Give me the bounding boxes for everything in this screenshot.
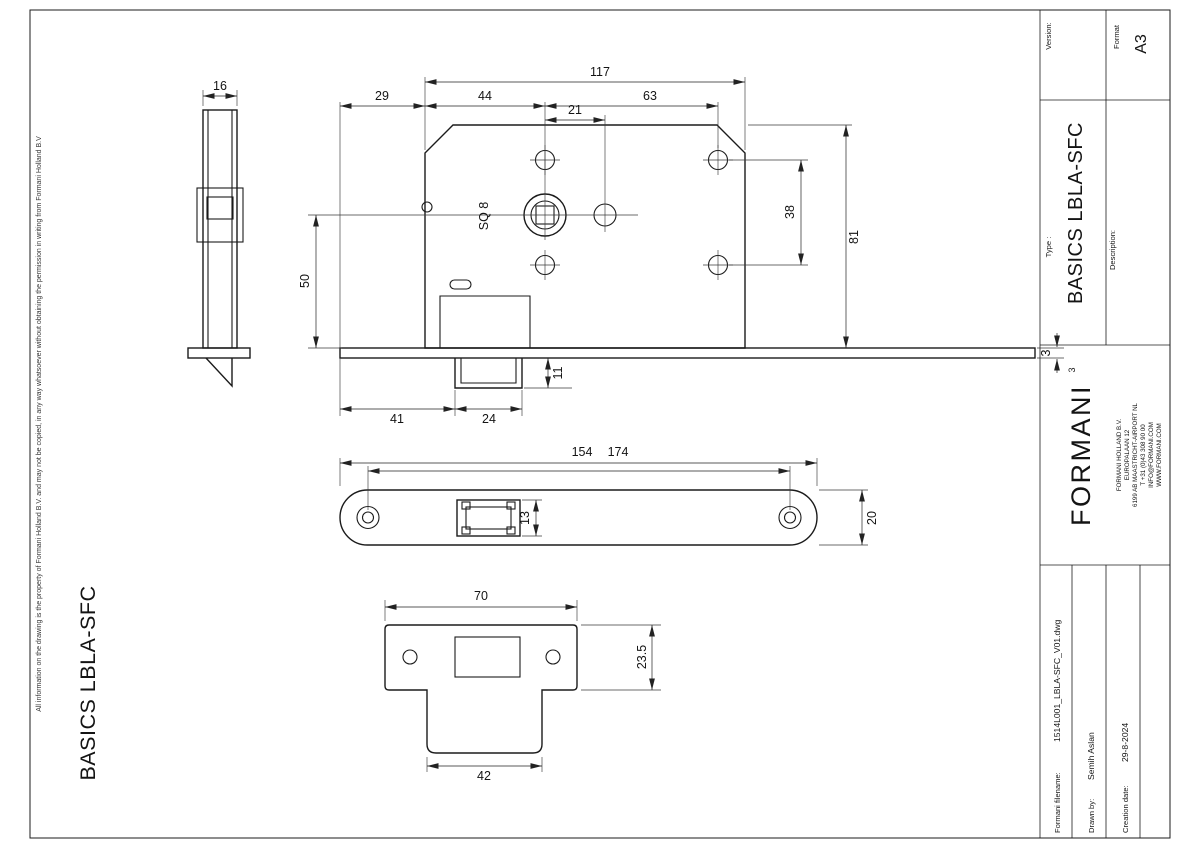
dim-29-label: 29 bbox=[375, 89, 389, 103]
strike-latch-hole bbox=[454, 636, 521, 678]
view-side: 16 bbox=[187, 79, 251, 388]
company-address: FORMANI HOLLAND B.V. EUROPALAAN 12 6199 … bbox=[1116, 402, 1163, 507]
strike-plate-outline bbox=[384, 624, 578, 754]
creation-date-value: 29-8-2024 bbox=[1120, 723, 1130, 762]
lock-case-outline bbox=[424, 124, 746, 349]
sheet-title-left: BASICS LBLA-SFC bbox=[76, 585, 100, 780]
creation-date-label: Creation date: bbox=[1121, 785, 1130, 833]
title-block: Version: Format A3 Type : BASICS LBLA-SF… bbox=[1039, 10, 1170, 838]
formani-logo: FORMANI bbox=[1066, 384, 1096, 526]
faceplate-latch-opening bbox=[456, 499, 521, 537]
dim-44-label: 44 bbox=[478, 89, 492, 103]
sheet-border bbox=[29, 9, 1171, 839]
dim-70-label: 70 bbox=[474, 589, 488, 603]
dim-154-label: 154 bbox=[572, 445, 593, 459]
latch-housing bbox=[439, 295, 531, 348]
strike-screw-hole bbox=[402, 649, 418, 665]
dim-117-label: 117 bbox=[590, 65, 610, 79]
description-label: Description: bbox=[1108, 230, 1117, 270]
dim-16-label: 16 bbox=[213, 79, 227, 93]
company-line: 6199 AB MAASTRICHT-AIRPORT NL bbox=[1132, 402, 1139, 507]
dim-38-label: 38 bbox=[783, 205, 797, 219]
dim-24-label: 24 bbox=[482, 412, 496, 426]
company-line: EUROPALAAN 12 bbox=[1124, 429, 1131, 480]
screw-hole bbox=[530, 250, 560, 280]
company-line: FORMANI HOLLAND B.V. bbox=[1116, 419, 1123, 492]
view-strike-plate: 70 23.5 42 bbox=[384, 589, 661, 783]
strike-screw-hole bbox=[545, 649, 561, 665]
company-line: T +31 (0)43 308 90 00 bbox=[1140, 424, 1147, 486]
latch-bolt-inner bbox=[460, 358, 517, 384]
view-faceplate: 154 174 13 20 bbox=[339, 445, 879, 546]
sheet-frame: All information on the drawing is the pr… bbox=[29, 9, 1171, 839]
screw-hole bbox=[703, 250, 733, 280]
format-label: Format bbox=[1112, 24, 1121, 49]
copyright-note: All information on the drawing is the pr… bbox=[36, 136, 43, 712]
filename-label: Formani filename: bbox=[1053, 772, 1062, 833]
dim-sq8-label: SQ 8 bbox=[477, 202, 491, 231]
company-line: INFO@FORMANI.COM bbox=[1148, 422, 1155, 488]
dim-50-label: 50 bbox=[298, 274, 312, 288]
dim-81-label: 81 bbox=[847, 230, 861, 244]
faceplate-edge-side bbox=[187, 347, 251, 359]
dim-174-label: 174 bbox=[608, 445, 629, 459]
latch-bolt-outer bbox=[454, 358, 523, 389]
drawn-by-value: Semih Aslan bbox=[1086, 732, 1096, 780]
company-line: WWW.FORMANI.COM bbox=[1156, 423, 1163, 487]
dim-11-label: 11 bbox=[551, 366, 565, 379]
dim-13-label: 13 bbox=[518, 511, 532, 525]
edge-pin-hole bbox=[421, 201, 433, 213]
latch-bolt-side bbox=[205, 357, 233, 388]
dim-20-label: 20 bbox=[865, 511, 879, 525]
dim-3-label: 3 bbox=[1039, 349, 1053, 356]
faceplate-edge bbox=[339, 347, 1036, 359]
dim-41-label: 41 bbox=[390, 412, 404, 426]
formani-logo-superscript: 3 bbox=[1067, 367, 1077, 372]
dim-42-label: 42 bbox=[477, 769, 491, 783]
format-value: A3 bbox=[1133, 34, 1150, 54]
follower-boss-side bbox=[196, 187, 244, 243]
version-label: Version: bbox=[1044, 22, 1053, 49]
dim-21-label: 21 bbox=[568, 103, 582, 117]
slot-hole bbox=[449, 279, 472, 290]
screw-hole bbox=[703, 145, 733, 175]
type-value: BASICS LBLA-SFC bbox=[1065, 122, 1087, 304]
filename-value: 1514L001_LBLA-SFC_V01.dwg bbox=[1052, 619, 1062, 742]
faceplate-outline bbox=[339, 489, 818, 546]
view-lock-case: 117 29 44 63 21 38 81 50 SQ 8 41 24 11 3 bbox=[298, 65, 1064, 426]
dim-23-5-label: 23.5 bbox=[635, 645, 649, 669]
type-label: Type : bbox=[1044, 237, 1053, 258]
dim-63-label: 63 bbox=[643, 89, 657, 103]
drawn-by-label: Drawn by: bbox=[1087, 799, 1096, 833]
